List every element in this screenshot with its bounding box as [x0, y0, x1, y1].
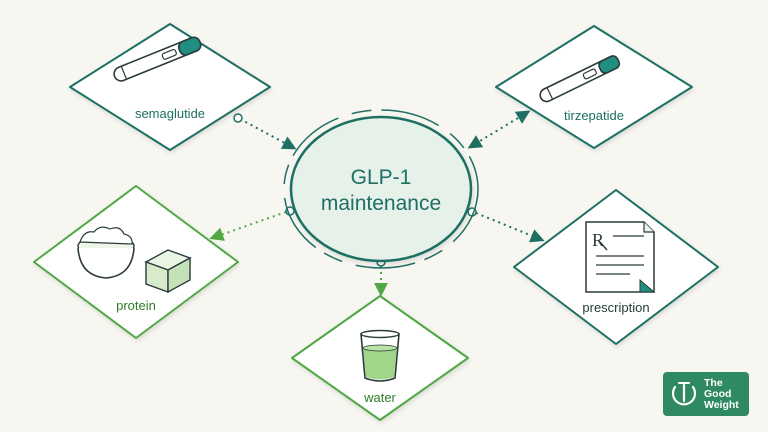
connector-endpoint [233, 113, 243, 123]
food-bowl-tofu-icon [77, 226, 192, 294]
connector-prescription [475, 212, 545, 243]
injection-pen-icon [113, 36, 202, 82]
prescription-document-icon: R [585, 221, 656, 293]
node-label: tirzepatide [564, 108, 624, 123]
node-protein[interactable]: protein [33, 185, 239, 339]
connector-semaglutide [239, 118, 297, 150]
logo-line-3: Weight [704, 398, 739, 411]
water-glass-icon [360, 329, 400, 382]
center-subtitle: maintenance [321, 192, 441, 215]
node-label: prescription [582, 300, 649, 315]
connector-protein [209, 211, 287, 241]
node-tirzepatide[interactable]: tirzepatide [495, 25, 693, 149]
node-label: protein [116, 298, 156, 313]
connector-tirzepatide [467, 110, 531, 149]
logo-line-2: Good [704, 387, 732, 400]
center-node[interactable]: GLP-1 maintenance [283, 109, 479, 269]
scale-logo-icon [669, 379, 699, 409]
node-prescription[interactable]: R prescription [513, 189, 719, 345]
logo-line-1: The [704, 376, 723, 389]
brand-logo[interactable]: The Good Weight [663, 372, 749, 416]
svg-text:R: R [592, 230, 604, 250]
node-label: water [363, 390, 396, 405]
node-water[interactable]: water [291, 295, 469, 421]
node-semaglutide[interactable]: semaglutide [69, 23, 271, 151]
center-title: GLP-1 [351, 166, 412, 189]
injection-pen-icon [539, 55, 621, 103]
node-label: semaglutide [135, 106, 205, 121]
